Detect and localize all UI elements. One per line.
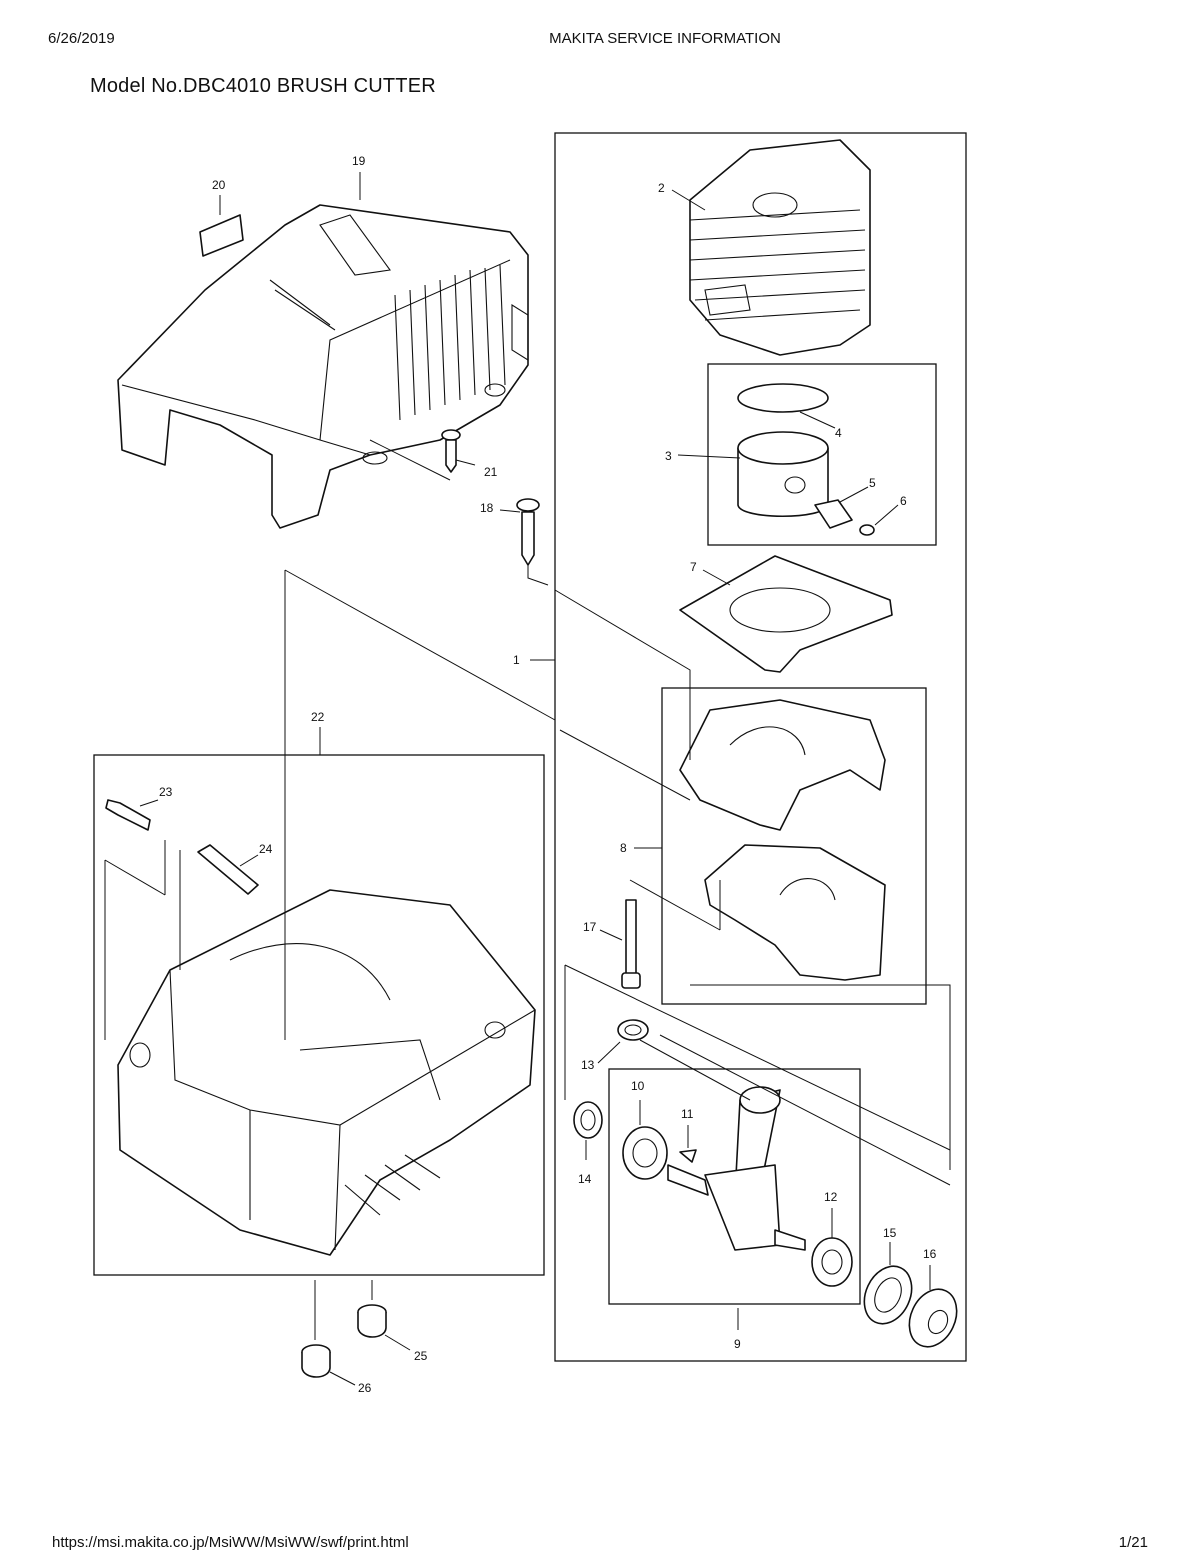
callout-4: 4 bbox=[835, 426, 842, 440]
bearing-12-part bbox=[811, 1237, 853, 1287]
callout-7: 7 bbox=[690, 560, 697, 574]
oil-seal-14-part bbox=[573, 1101, 603, 1139]
fitting-23-part bbox=[105, 799, 151, 831]
grommet-25-part bbox=[357, 1304, 387, 1338]
footer-page-number: 1/21 bbox=[1118, 1534, 1148, 1551]
piston-part bbox=[737, 431, 829, 517]
needle-bearing-part bbox=[617, 1019, 649, 1041]
bolt-17-part bbox=[621, 899, 641, 989]
callout-22: 22 bbox=[311, 710, 325, 724]
callout-23: 23 bbox=[159, 785, 173, 799]
callout-13: 13 bbox=[581, 1058, 595, 1072]
woodruff-key-part bbox=[679, 1149, 697, 1163]
engine-assembly-frame bbox=[554, 132, 967, 1362]
callout-15: 15 bbox=[883, 1226, 897, 1240]
crankshaft-part bbox=[667, 1086, 806, 1251]
callout-25: 25 bbox=[414, 1349, 428, 1363]
top-cover-part bbox=[117, 204, 529, 529]
pin-clip-part bbox=[859, 524, 875, 536]
bearing-10-part bbox=[622, 1126, 668, 1180]
piston-ring-part bbox=[737, 383, 829, 413]
callout-24: 24 bbox=[259, 842, 273, 856]
label-sticker-part bbox=[199, 214, 244, 257]
callout-3: 3 bbox=[665, 449, 672, 463]
screw-18-part bbox=[516, 498, 540, 566]
tube-24-part bbox=[197, 844, 259, 895]
footer-url: https://msi.makita.co.jp/MsiWW/MsiWW/swf… bbox=[52, 1534, 409, 1551]
crankcase-group-frame bbox=[661, 687, 927, 1005]
cylinder-part bbox=[689, 139, 871, 356]
piston-pin-part bbox=[814, 499, 853, 529]
oil-seal-15-part bbox=[863, 1265, 913, 1325]
screw-21-part bbox=[441, 429, 461, 473]
fuel-tank-frame-part bbox=[117, 889, 536, 1256]
crankcase-part bbox=[679, 699, 886, 981]
callout-10: 10 bbox=[631, 1079, 645, 1093]
callout-12: 12 bbox=[824, 1190, 838, 1204]
model-title: Model No.DBC4010 BRUSH CUTTER bbox=[90, 75, 436, 97]
callout-11: 11 bbox=[681, 1107, 694, 1121]
oil-seal-16-part bbox=[908, 1288, 958, 1348]
callout-1: 1 bbox=[513, 653, 520, 667]
callout-18: 18 bbox=[480, 501, 494, 515]
callout-8: 8 bbox=[620, 841, 627, 855]
callout-6: 6 bbox=[900, 494, 907, 508]
callout-19: 19 bbox=[352, 154, 366, 168]
callout-14: 14 bbox=[578, 1172, 592, 1186]
leader-lines bbox=[104, 172, 951, 1386]
callout-9: 9 bbox=[734, 1337, 741, 1351]
piston-group-frame bbox=[707, 363, 937, 546]
callout-16: 16 bbox=[923, 1247, 937, 1261]
callout-2: 2 bbox=[658, 181, 665, 195]
grommet-26-part bbox=[301, 1344, 331, 1378]
callout-20: 20 bbox=[212, 178, 226, 192]
cylinder-gasket-part bbox=[679, 555, 893, 673]
crankshaft-group-frame bbox=[608, 1068, 861, 1305]
callout-21: 21 bbox=[484, 465, 498, 479]
callout-26: 26 bbox=[358, 1381, 372, 1395]
tank-group-frame bbox=[93, 754, 545, 1276]
header-title: MAKITA SERVICE INFORMATION bbox=[549, 30, 781, 47]
callout-5: 5 bbox=[869, 476, 876, 490]
header-date: 6/26/2019 bbox=[48, 30, 115, 47]
callout-17: 17 bbox=[583, 920, 597, 934]
